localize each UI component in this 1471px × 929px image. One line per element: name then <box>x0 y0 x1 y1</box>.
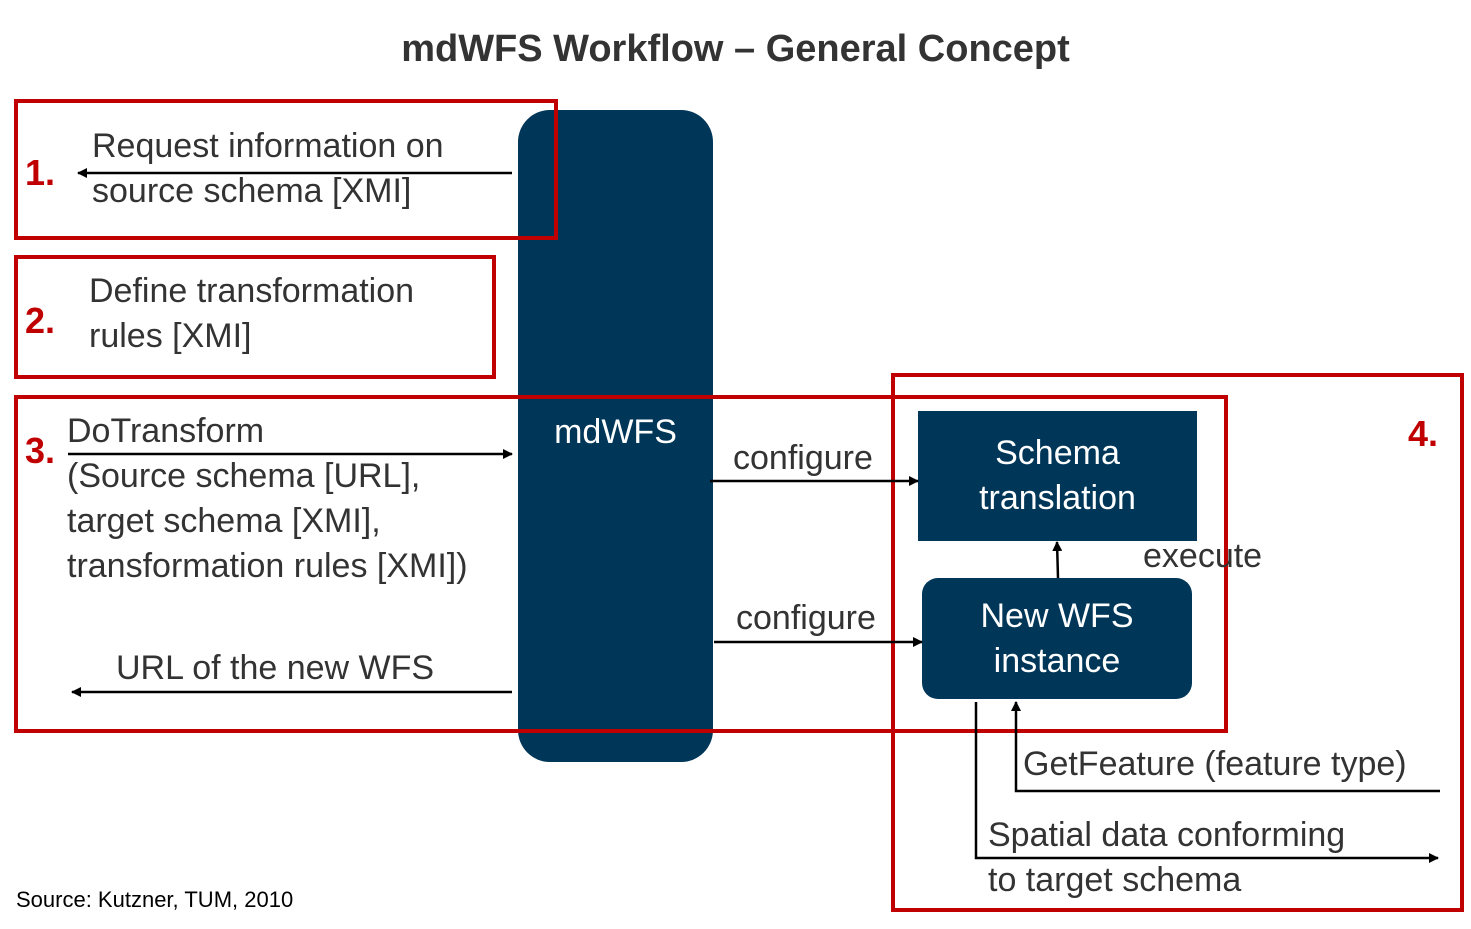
step-1-number: 1. <box>25 152 56 193</box>
request-info-line-2: source schema [XMI] <box>92 172 412 210</box>
get-feature-arrow <box>1011 701 1440 793</box>
step-3-box <box>14 395 1228 733</box>
source-citation: Source: Kutzner, TUM, 2010 <box>16 887 294 912</box>
schema-translation-line-2: translation <box>979 479 1136 517</box>
execute-arrow <box>1052 541 1063 579</box>
diagram-title: mdWFS Workflow – General Concept <box>401 28 1070 70</box>
url-new-wfs-text: URL of the new WFS <box>116 649 435 687</box>
execute-label: execute <box>1143 537 1263 575</box>
spatial-data-line-1: Spatial data conforming <box>988 816 1346 854</box>
step-3-number: 3. <box>25 430 56 471</box>
do-transform-line-2: (Source schema [URL], <box>67 457 421 495</box>
configure-label-1: configure <box>733 439 873 477</box>
do-transform-line-1: DoTransform <box>67 412 265 450</box>
step-1-box <box>14 99 558 240</box>
spatial-data-arrow <box>974 702 1439 863</box>
spatial-data-line-2: to target schema <box>988 861 1242 899</box>
schema-translation-line-1: Schema <box>995 434 1120 472</box>
do-transform-line-4: transformation rules [XMI]) <box>67 547 468 585</box>
define-rules-text: Define transformation rules [XMI] <box>89 269 414 359</box>
mdwfs-component <box>518 110 713 762</box>
new-wfs-line-2: instance <box>993 641 1121 680</box>
request-info-text: Request information on source schema [XM… <box>92 124 444 214</box>
step-2-number: 2. <box>25 300 56 341</box>
step-2-box <box>14 255 496 379</box>
get-feature-text: GetFeature (feature type) <box>1023 745 1407 783</box>
new-wfs-instance-component: New WFS instance <box>922 578 1192 699</box>
do-transform-text: DoTransform (Source schema [URL], target… <box>67 409 468 589</box>
request-info-line-1: Request information on <box>92 127 444 165</box>
mdwfs-label: mdWFS <box>554 413 677 451</box>
define-rules-line-1: Define transformation <box>89 272 415 310</box>
do-transform-line-3: target schema [XMI], <box>67 502 381 540</box>
spatial-data-text: Spatial data conforming to target schema <box>988 813 1345 903</box>
step-4-number: 4. <box>1408 413 1439 454</box>
new-wfs-line-1: New WFS <box>980 596 1134 635</box>
configure-label-2: configure <box>736 599 876 637</box>
schema-translation-component: Schema translation <box>918 411 1197 541</box>
define-rules-line-2: rules [XMI] <box>89 317 252 355</box>
